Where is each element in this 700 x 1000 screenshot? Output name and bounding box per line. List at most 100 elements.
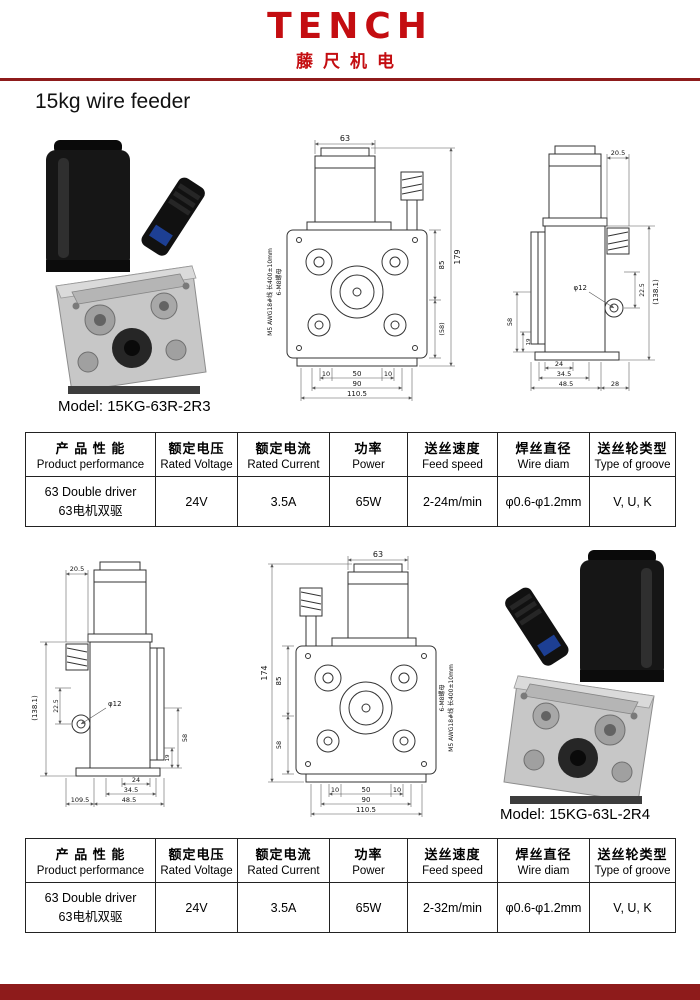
header-zh: 产 品 性 能 [55,441,126,456]
header-en: Rated Voltage [160,865,233,877]
header-en: Rated Current [247,459,320,471]
cell-voltage: 24V [155,476,238,527]
dim-bottom-90: 90 [362,796,371,804]
header-wire-diam: 焊丝直径 Wire diam [497,432,590,477]
dim-48-5: 48.5 [559,380,573,388]
cell-current: 3.5A [237,476,330,527]
cell-power: 65W [329,476,408,527]
photo-shapes-mirrored [501,550,665,805]
photo-large-motor [46,140,130,272]
model-label-1: Model: 15KG-63R-2R3 [58,398,211,415]
cell-voltage: 24V [155,882,238,933]
dim-offset-top: 20.5 [611,149,625,157]
dim-side-total-height: (138.1) [31,695,39,721]
header-zh: 送丝轮类型 [597,441,668,456]
cell-wire-diam: φ0.6-φ1.2mm [497,476,590,527]
header-en: Rated Voltage [160,459,233,471]
header-zh: 额定电压 [168,847,225,862]
product-photo-right-model [46,140,207,394]
dim-shaft-diam: φ12 [573,284,587,292]
model-label-2: Model: 15KG-63L-2R4 [500,806,651,823]
dim-48-5: 48.5 [122,796,136,804]
dim-bottom-90: 90 [353,380,362,388]
technical-drawing-side-view-2: 20.5 (138.1) 22.5 φ12 58 19 24 34.5 48.5… [31,548,189,820]
dim-bottom-50: 50 [353,370,362,378]
cell-current: 3.5A [237,882,330,933]
dim-34-5: 34.5 [557,370,571,378]
page-header: TENCH 藤尺机电 [0,8,700,72]
header-zh: 额定电压 [168,441,225,456]
dim-body-height: 85 [275,677,283,686]
dim-34-5: 34.5 [124,786,138,794]
cell-product-zh: 63电机双驱 [58,909,123,924]
dim-19: 19 [526,338,532,345]
header-zh: 送丝速度 [424,441,481,456]
product-photo-left-model [501,550,665,805]
photo-small-motor [141,177,205,256]
spec-table-1-header-row: 产 品 性 能 Product performance 额定电压 Rated Vol… [25,432,676,477]
header-wire-diam: 焊丝直径 Wire diam [497,838,590,883]
cell-product-zh: 63电机双驱 [58,503,123,518]
header-en: Product performance [36,865,145,877]
header-zh: 功率 [354,441,383,456]
header-zh: 额定电流 [255,847,312,862]
cell-product-en: 63 Double driver [44,484,137,499]
spec-table-1: 产 品 性 能 Product performance 额定电压 Rated Vol… [25,432,676,527]
photo-gearbox [55,265,207,394]
dim-bottom-50: 50 [362,786,371,794]
note-nuts: 6-M8螺母 [438,685,446,712]
header-en: Feed speed [422,865,483,877]
header-en: Type of groove [594,865,671,877]
dim-sub-height: 58 [275,741,283,749]
header-zh: 送丝轮类型 [597,847,668,862]
dim-sub-height: (58) [438,322,446,335]
dim-58: 58 [181,734,189,742]
dim-bottom-overall: 110.5 [347,390,367,398]
spec-table-2: 产 品 性 能 Product performance 额定电压 Rated Vol… [25,838,676,933]
technical-drawing-front-view-2: 63 174 85 58 10 50 10 90 110.5 6-M8螺母 M5… [260,550,455,820]
header-en: Power [352,459,385,471]
dim-side-total-height: (138.1) [652,279,660,305]
note-wire: M5 AWG18#线 长400±10mm [266,248,274,336]
brand-logo: TENCH 藤尺机电 [0,8,700,72]
cell-product: 63 Double driver 63电机双驱 [25,476,156,527]
dim-28: 28 [611,380,619,388]
dim-total-height: 179 [453,249,462,264]
header-divider [0,78,700,81]
header-groove-type: 送丝轮类型 Type of groove [589,838,676,883]
dim-109-5: 109.5 [71,796,90,804]
header-rated-voltage: 额定电压 Rated Voltage [155,838,238,883]
dim-top-width: 63 [373,550,383,559]
header-en: Power [352,865,385,877]
header-rated-voltage: 额定电压 Rated Voltage [155,432,238,477]
header-zh: 焊丝直径 [515,847,572,862]
dim-22-5: 22.5 [53,699,60,713]
note-wire: M5 AWG18#线 长400±10mm [447,664,455,752]
dim-bottom-10b: 10 [384,370,392,378]
dim-body-height: 85 [438,261,446,270]
photo-shapes [46,140,207,394]
technical-drawing-side-view-1: 20.5 (138.1) 22.5 φ12 58 19 24 34.5 48.5… [506,145,660,391]
dim-shaft-diam: φ12 [108,700,122,708]
header-power: 功率 Power [329,838,408,883]
dim-24: 24 [555,360,563,368]
dim-top-width: 63 [340,134,350,143]
dim-bottom-10a: 10 [393,786,401,794]
header-en: Wire diam [517,459,570,471]
header-en: Product performance [36,459,145,471]
technical-drawing-front-view-1: 63 179 85 (58) 10 50 10 90 110.5 6-M8螺母 … [266,134,462,401]
dim-offset-top: 20.5 [70,565,84,573]
spec-table-2-header-row: 产 品 性 能 Product performance 额定电压 Rated Vol… [25,838,676,883]
header-en: Wire diam [517,865,570,877]
header-zh: 功率 [354,847,383,862]
header-zh: 产 品 性 能 [55,847,126,862]
cell-wire-diam: φ0.6-φ1.2mm [497,882,590,933]
footer-bar [0,984,700,1000]
header-zh: 焊丝直径 [515,441,572,456]
